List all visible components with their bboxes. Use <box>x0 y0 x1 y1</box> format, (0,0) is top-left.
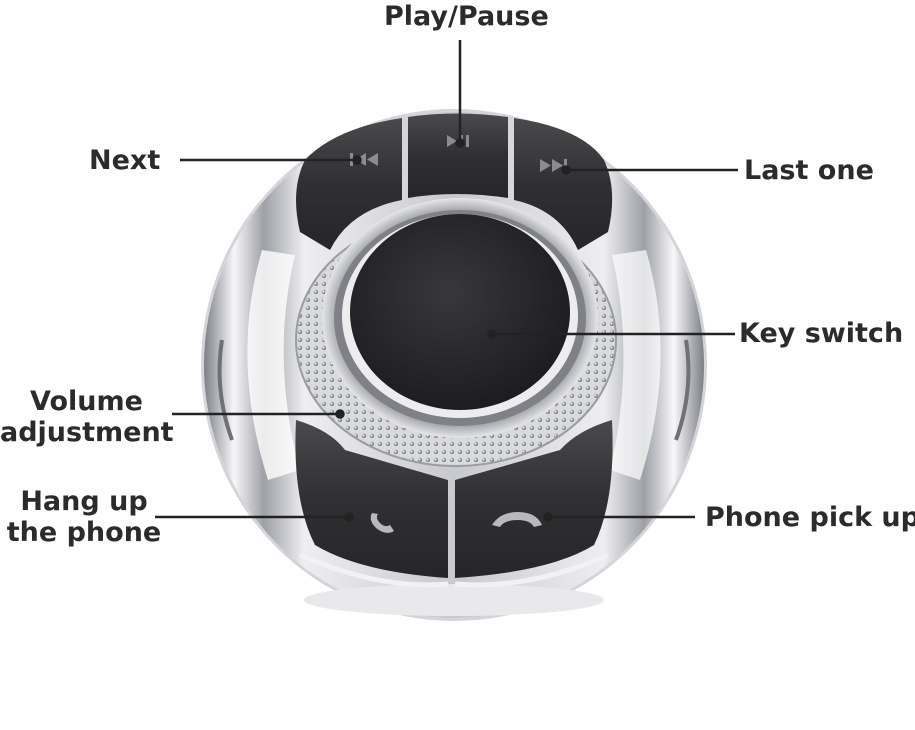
label-volume-line2: adjustment <box>0 417 174 448</box>
label-hangup-line1: Hang up <box>20 486 148 517</box>
phone-hangup-icon <box>492 512 542 527</box>
button-hang-up[interactable] <box>295 420 449 588</box>
leader-lines <box>155 40 738 522</box>
button-play-pause[interactable] <box>408 113 508 199</box>
label-next: Next <box>89 145 161 176</box>
label-phone-pick-up: Phone pick up <box>705 502 915 533</box>
button-pick-up[interactable] <box>454 420 613 588</box>
label-last-one: Last one <box>744 155 874 186</box>
phone-icon <box>370 513 394 533</box>
label-play-pause: Play/Pause <box>384 1 549 32</box>
label-volume-line1: Volume <box>30 386 143 417</box>
key-switch-knob[interactable] <box>322 198 598 438</box>
label-volume-adjustment: Volume adjustment <box>0 386 174 448</box>
label-hang-up: Hang up the phone <box>5 486 163 548</box>
label-key-switch: Key switch <box>739 318 904 349</box>
label-hangup-line2: the phone <box>6 517 162 548</box>
